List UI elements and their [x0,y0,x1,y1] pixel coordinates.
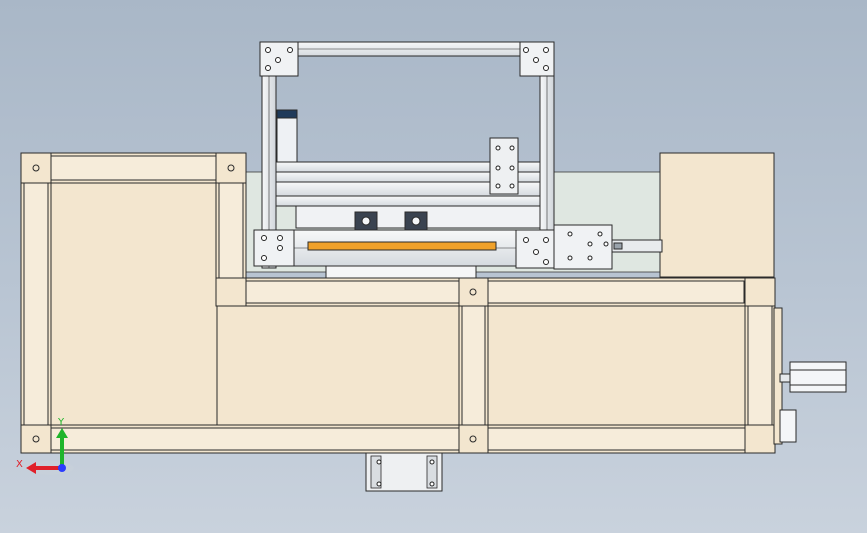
y-axis-label: Y [57,417,65,428]
gripper-blocks [354,211,428,231]
coordinate-triad[interactable]: Y X [16,417,74,475]
bottom-bracket [365,452,443,492]
base-bolts [32,164,477,443]
base-frame [20,152,776,454]
gantry-bolts [261,47,609,265]
gantry-frame [253,41,663,279]
right-block [659,152,775,278]
z-axis-dot [58,464,66,472]
servo-motor [773,307,847,445]
x-axis-label: X [16,459,23,470]
